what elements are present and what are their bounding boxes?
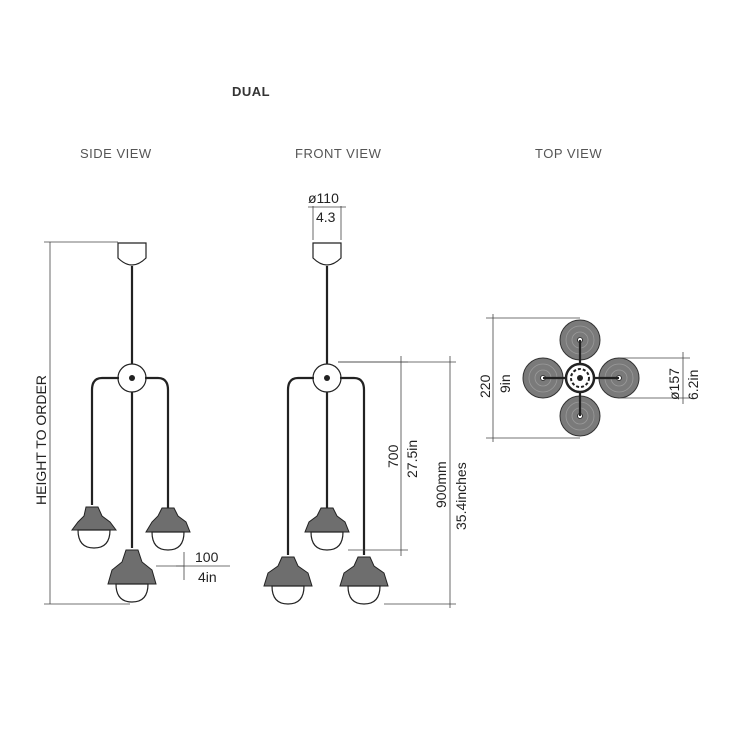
span-mm: 220 <box>477 374 493 398</box>
side-view: HEIGHT TO ORDER 100 4in <box>33 241 230 605</box>
offset-in-label: 4in <box>198 569 217 585</box>
drop-900-mm: 900mm <box>433 461 449 508</box>
span-in: 9in <box>497 374 513 393</box>
pendant-left <box>263 556 313 605</box>
side-view-label: SIDE VIEW <box>80 146 152 161</box>
front-view-label: FRONT VIEW <box>295 146 382 161</box>
pendant-center <box>107 549 157 603</box>
right-arm <box>340 376 366 555</box>
left-arm <box>286 376 314 555</box>
canopy-diameter-mm: ø110 <box>308 190 339 206</box>
pendant-left <box>71 506 117 549</box>
pendant-right <box>339 556 389 605</box>
ceiling-canopy <box>312 242 342 266</box>
height-to-order-label: HEIGHT TO ORDER <box>33 375 49 505</box>
front-view: ø110 4.3 700 27.5in <box>263 190 469 608</box>
drop-700-in: 27.5in <box>404 440 420 478</box>
canopy-diameter-in: 4.3 <box>316 209 336 225</box>
top-view: 220 9in <box>477 314 701 442</box>
drawing-title: DUAL <box>232 84 270 99</box>
drop-700-mm: 700 <box>385 444 401 468</box>
offset-mm-label: 100 <box>195 549 219 565</box>
drop-900-in: 35.4inches <box>453 462 469 530</box>
pendant-center <box>304 507 350 551</box>
ceiling-canopy <box>117 242 147 266</box>
pendant-right <box>145 507 191 551</box>
top-view-label: TOP VIEW <box>535 146 602 161</box>
left-arm <box>90 376 119 505</box>
shade-diameter-mm: ø157 <box>666 368 682 400</box>
shade-diameter-in: 6.2in <box>685 370 701 400</box>
right-arm <box>145 376 170 508</box>
